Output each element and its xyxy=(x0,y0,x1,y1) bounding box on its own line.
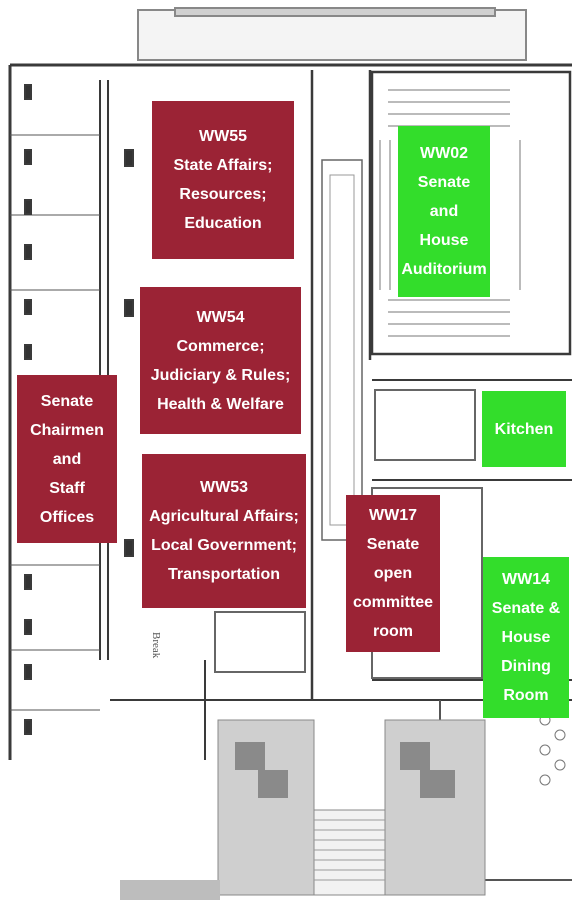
room-label-line: WW54 xyxy=(196,308,245,326)
room-label-line: WW53 xyxy=(200,479,248,496)
room-label-line: Chairmen xyxy=(30,421,104,439)
room-label-line: Agricultural Affairs; xyxy=(149,508,299,525)
room-label-line: Dining xyxy=(501,658,551,675)
room-label-line: Offices xyxy=(39,508,95,526)
room-label-line: Education xyxy=(184,215,262,232)
room-label-line: room xyxy=(373,623,413,640)
room-label-line: open xyxy=(373,565,413,582)
room-label-line: Resources; xyxy=(179,186,267,203)
room-label-line: committee xyxy=(352,594,434,611)
room-label-line: Health & Welfare xyxy=(157,395,284,413)
room-label-line: State Affairs; xyxy=(173,157,273,174)
room-label-line: Senate xyxy=(40,392,94,410)
room-label-line: Local Government; xyxy=(151,537,297,554)
room-label-line: Judiciary & Rules; xyxy=(150,366,291,384)
break-room-label: Break xyxy=(150,632,162,659)
room-label-line: Senate xyxy=(366,536,420,553)
room-label-line: WW02 xyxy=(420,145,468,162)
room-label-line: House xyxy=(419,232,469,249)
room-label-line: Transportation xyxy=(167,566,280,583)
room-label-line: Commerce; xyxy=(176,337,265,355)
room-label-line: Kitchen xyxy=(494,420,554,438)
room-label-line: WW17 xyxy=(369,507,417,524)
stair-block xyxy=(120,719,486,900)
room-label-line: Auditorium xyxy=(401,261,487,278)
room-label-line: Room xyxy=(503,687,549,704)
room-kitchen[interactable]: Kitchen xyxy=(482,391,566,467)
room-label-line: WW14 xyxy=(502,571,550,588)
room-label-line: and xyxy=(429,203,459,220)
room-label-line: Staff xyxy=(49,479,85,497)
room-label-line: and xyxy=(52,450,82,468)
room-label-line: House xyxy=(501,629,551,646)
room-label-line: Senate & xyxy=(491,600,561,617)
room-label-line: WW55 xyxy=(199,128,247,145)
room-label-line: Senate xyxy=(417,174,471,191)
